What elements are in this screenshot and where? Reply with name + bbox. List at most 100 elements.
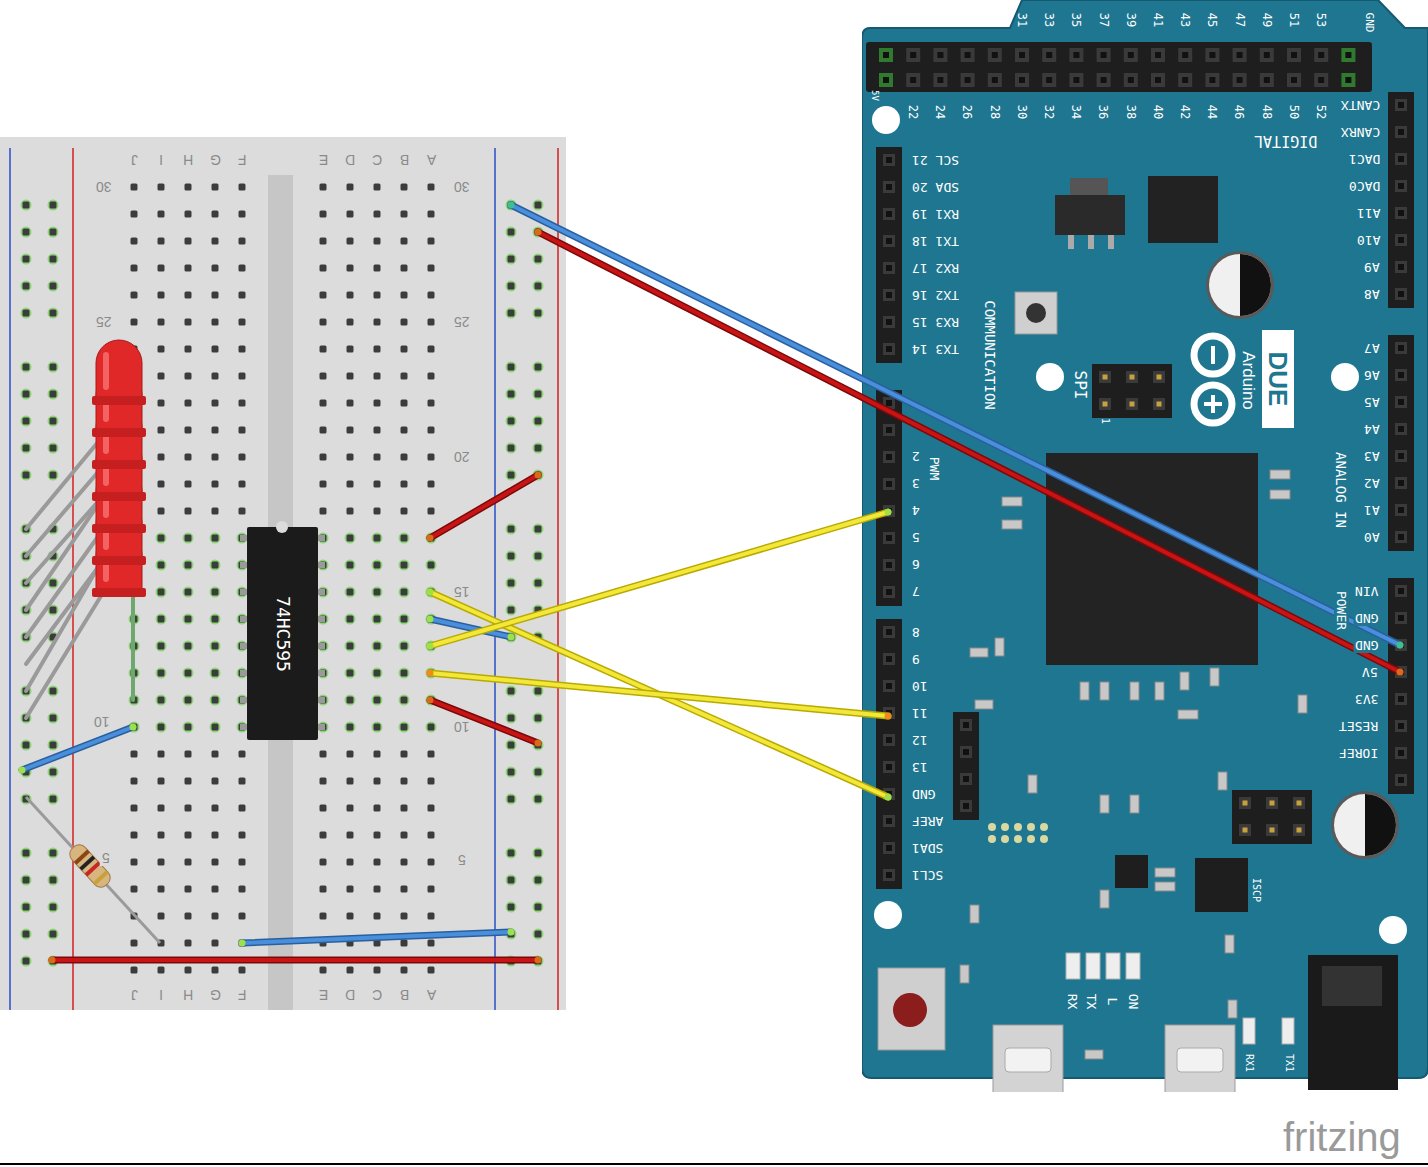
power-jack — [1308, 955, 1398, 1090]
pin-label: CANTX — [1341, 99, 1380, 112]
hole-highlight — [399, 641, 410, 652]
header-pin — [1151, 48, 1165, 62]
hole — [535, 580, 542, 587]
header-pin — [1015, 48, 1029, 62]
hole — [374, 724, 381, 731]
header-pin-hole — [1237, 77, 1243, 83]
pin-label: 5 — [912, 531, 920, 544]
hole-highlight — [318, 533, 329, 544]
hole — [23, 418, 30, 425]
wire — [511, 205, 1400, 645]
hole — [50, 877, 57, 884]
hole — [212, 832, 219, 839]
led-label: TX1 — [1284, 1054, 1294, 1072]
hole — [239, 211, 246, 218]
hole — [239, 940, 246, 947]
header-pin — [1178, 73, 1192, 87]
header-pin — [1395, 720, 1407, 732]
smd-part — [1155, 682, 1164, 700]
hole — [428, 940, 435, 947]
breadboard-index: C — [372, 988, 382, 1002]
hole — [347, 481, 354, 488]
hole-highlight — [533, 794, 544, 805]
hole — [401, 427, 408, 434]
hole-highlight — [21, 443, 32, 454]
pin-label: 22 — [907, 105, 919, 119]
hole — [428, 211, 435, 218]
led-label: RX — [1066, 993, 1079, 1009]
chip-pin — [317, 670, 325, 676]
header-pin — [960, 773, 972, 785]
hole — [374, 427, 381, 434]
hole — [239, 184, 246, 191]
button — [1015, 292, 1057, 334]
hole — [185, 967, 192, 974]
header-pin — [1395, 396, 1407, 408]
hole-highlight — [21, 227, 32, 238]
hole — [401, 859, 408, 866]
header-pin — [1341, 48, 1355, 62]
hole — [185, 805, 192, 812]
hole — [347, 751, 354, 758]
header-pin-hole — [886, 562, 892, 568]
hole — [320, 832, 327, 839]
hole — [374, 778, 381, 785]
hole — [535, 769, 542, 776]
header-pin-hole — [1209, 77, 1215, 83]
hole — [212, 913, 219, 920]
hole — [401, 913, 408, 920]
section-label: POWER — [1334, 588, 1349, 631]
pin-label: TX2 16 — [912, 289, 959, 302]
smd-part — [1270, 470, 1290, 479]
hole — [185, 238, 192, 245]
hole — [50, 688, 57, 695]
hole — [50, 607, 57, 614]
hole-highlight — [533, 524, 544, 535]
header-pin-hole — [886, 454, 892, 460]
hole-highlight — [345, 560, 356, 571]
hole — [212, 427, 219, 434]
pin-label: RESET — [1337, 719, 1380, 734]
hole — [508, 310, 515, 317]
hole-highlight — [372, 722, 383, 733]
header-pin-hole — [992, 77, 998, 83]
hole — [131, 886, 138, 893]
hole-highlight — [399, 695, 410, 706]
hole — [508, 553, 515, 560]
smd-part — [960, 965, 969, 983]
board-brand: Arduino — [1239, 351, 1256, 410]
hole — [212, 508, 219, 515]
wire-end — [1397, 669, 1404, 676]
wire-end — [508, 929, 515, 936]
hole — [535, 877, 542, 884]
led-label: RX1 — [1244, 1054, 1254, 1072]
header-pin-hole — [1157, 402, 1162, 407]
wire-end — [535, 740, 542, 747]
pin-label: 53 — [1315, 13, 1327, 27]
hole-highlight — [345, 533, 356, 544]
hole — [23, 229, 30, 236]
hole — [347, 670, 354, 677]
header-pin-hole — [963, 722, 969, 728]
rail-line — [494, 148, 496, 1010]
hole-highlight — [48, 686, 59, 697]
header-pin — [1395, 288, 1407, 300]
pin-label: GND — [1364, 12, 1375, 32]
header-pin — [1293, 797, 1305, 809]
hole — [158, 832, 165, 839]
led-body — [96, 340, 142, 402]
hole-highlight — [48, 740, 59, 751]
header-pin-hole — [1398, 156, 1404, 162]
breadboard-index: 10 — [92, 714, 112, 730]
hole — [212, 778, 219, 785]
header-pin — [1266, 824, 1278, 836]
hole-highlight — [210, 533, 221, 544]
header-pin-hole — [886, 481, 892, 487]
hole-highlight — [237, 560, 248, 571]
hole — [239, 481, 246, 488]
header-pin — [1042, 73, 1056, 87]
hole-highlight — [345, 614, 356, 625]
breadboard-index: I — [159, 153, 163, 167]
hole — [239, 886, 246, 893]
header-pin — [1395, 369, 1407, 381]
